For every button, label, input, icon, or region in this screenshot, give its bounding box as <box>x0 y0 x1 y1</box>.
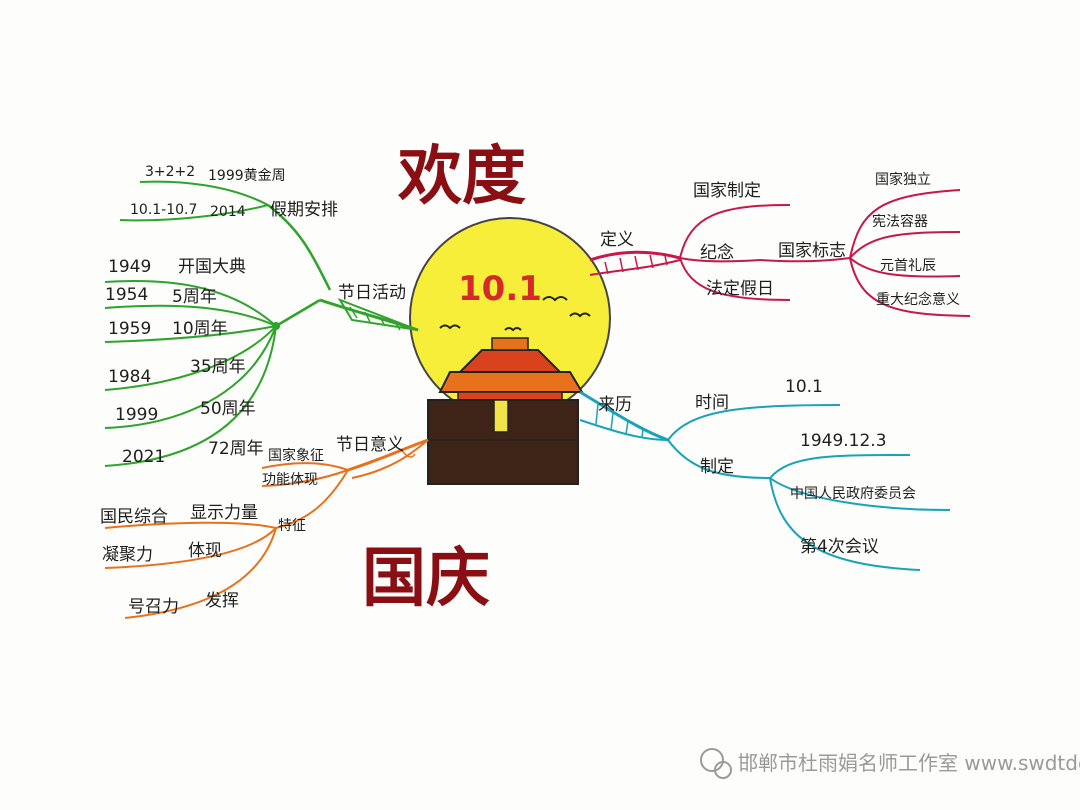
title-top: 欢度 <box>397 139 526 214</box>
bird-icon <box>439 324 461 330</box>
meaning-item-a: 凝聚力 <box>102 545 153 565</box>
function-label: 功能体现 <box>262 472 318 488</box>
emblem-item: 重大纪念意义 <box>876 291 960 308</box>
emblem-item: 宪法容器 <box>872 213 928 230</box>
origin-label: 来历 <box>598 395 632 415</box>
holiday-item-right: 2014 <box>210 204 246 220</box>
branch-festival-activities: 节日活动 假期安排 3+2+2 1999黄金周 10.1-10.7 2014 1… <box>104 164 419 467</box>
feature-label: 特征 <box>278 518 306 534</box>
ceremony-year: 1954 <box>105 285 148 305</box>
center-illustration: 10.1 <box>409 217 611 485</box>
national-symbol-label: 国家象征 <box>268 447 324 464</box>
bird-icon <box>569 312 591 318</box>
made-item: 1949.12.3 <box>800 431 887 451</box>
bird-icon <box>504 327 522 332</box>
holiday-item-left: 10.1-10.7 <box>130 202 197 218</box>
definition-label: 定义 <box>600 230 634 250</box>
ceremony-event: 开国大典 <box>178 257 246 277</box>
definition-item: 法定假日 <box>706 279 774 299</box>
definition-item: 纪念 <box>700 242 734 263</box>
branch-origin: 来历 时间 10.1 制定 1949.12.3 中国人民政府委员会 第4次会议 <box>579 377 951 571</box>
tiananmen-gate-icon <box>427 337 584 485</box>
holiday-item-left: 3+2+2 <box>145 164 195 180</box>
emblem-item: 国家独立 <box>875 171 931 188</box>
watermark: 邯郸市杜雨娟名师工作室 www.swdtdq.com <box>700 748 1080 779</box>
festival-meaning-label: 节日意义 <box>336 435 404 455</box>
ceremony-event: 50周年 <box>200 399 256 419</box>
ceremony-event: 72周年 <box>208 439 264 459</box>
festival-activities-label: 节日活动 <box>338 283 406 303</box>
meaning-item-a: 号召力 <box>128 597 179 617</box>
title-bottom: 国庆 <box>362 541 490 616</box>
ceremony-event: 10周年 <box>172 319 228 339</box>
ceremony-event: 35周年 <box>190 357 246 377</box>
emblem-item: 元首礼辰 <box>880 258 936 274</box>
national-emblem-label: 国家标志 <box>778 241 846 261</box>
ceremony-year: 1959 <box>108 319 151 339</box>
made-item: 中国人民政府委员会 <box>790 486 916 502</box>
made-item: 第4次会议 <box>800 537 879 557</box>
ceremony-year: 2021 <box>122 447 165 467</box>
ceremony-year: 1984 <box>108 367 151 387</box>
meaning-item-b: 发挥 <box>205 591 239 611</box>
ceremony-year: 1999 <box>115 405 158 425</box>
bird-icon <box>542 296 568 302</box>
time-label: 时间 <box>695 393 729 413</box>
made-label: 制定 <box>700 457 734 477</box>
meaning-item-b: 体现 <box>188 541 222 561</box>
branch-festival-meaning: 节日意义 国家象征 功能体现 特征 国民综合 显示力量 凝聚力 体现 号召力 发… <box>100 435 429 619</box>
holiday-arrangement-label: 假期安排 <box>270 200 338 220</box>
wechat-icon <box>700 748 724 772</box>
meaning-item-b: 显示力量 <box>190 503 258 523</box>
center-date: 10.1 <box>458 269 542 309</box>
ceremony-event: 5周年 <box>172 287 217 307</box>
definition-item: 国家制定 <box>693 181 761 201</box>
branch-definition: 定义 国家制定 纪念 法定假日 国家标志 国家独立 宪法容器 元首礼辰 重大纪念… <box>589 171 971 317</box>
watermark-text: 邯郸市杜雨娟名师工作室 www.swdtdq.com <box>738 751 1080 775</box>
time-value: 10.1 <box>785 377 823 397</box>
ceremony-year: 1949 <box>108 257 151 277</box>
meaning-item-a: 国民综合 <box>100 507 168 527</box>
holiday-item-right: 1999黄金周 <box>208 167 286 184</box>
